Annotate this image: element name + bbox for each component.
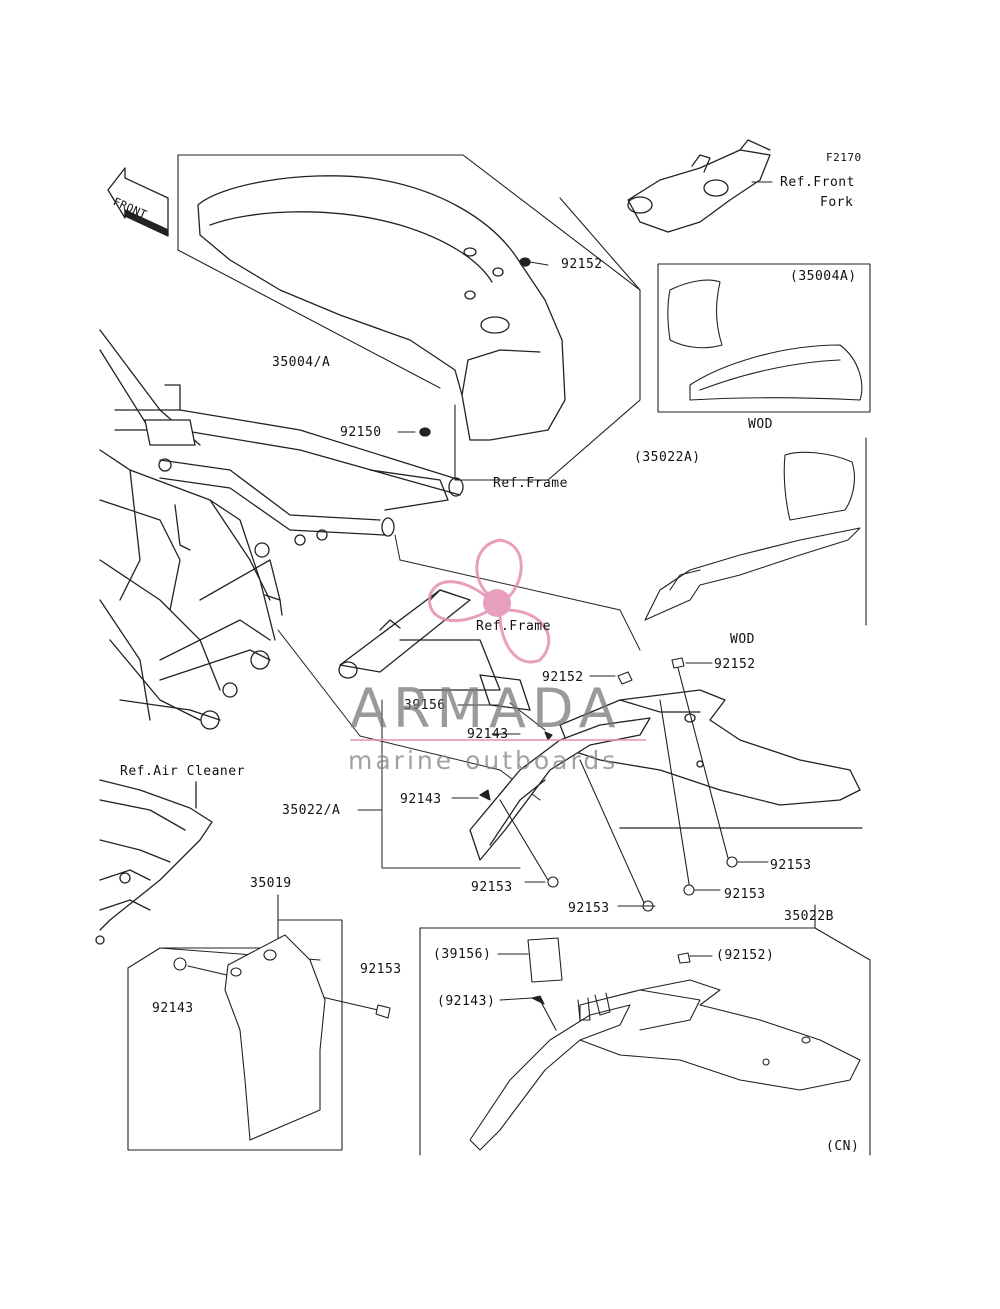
variant-35004a-note: WOD <box>748 417 773 432</box>
part-number-92152-top: 92152 <box>561 257 603 272</box>
part-number-35022a: 35022/A <box>282 803 341 818</box>
variant-35022a-note: WOD <box>730 632 755 647</box>
rear-fender-assembly <box>469 689 863 861</box>
fasteners <box>451 657 769 912</box>
watermark-divider <box>350 739 646 741</box>
part-number-92143-mid: 92143 <box>467 727 509 742</box>
figure-code: F2170 <box>826 151 862 164</box>
ref-air-cleaner: Ref.Air Cleaner <box>120 764 245 779</box>
part-number-39156: 39156 <box>404 698 446 713</box>
cn-region-label: (CN) <box>826 1139 860 1154</box>
cn-92143-label: (92143) <box>437 994 496 1009</box>
front-arrow-icon <box>107 167 169 237</box>
part-number-92152-mid-right: 92152 <box>714 657 756 672</box>
part-number-35019: 35019 <box>250 876 292 891</box>
ref-frame-upper: Ref.Frame <box>493 476 568 491</box>
cn-variant-group-box <box>419 904 871 1156</box>
watermark-tagline: marine outboards <box>348 746 619 775</box>
front-fork-bracket <box>627 139 773 233</box>
guard-group-box <box>127 894 391 1151</box>
variant-box-35022a <box>644 437 867 626</box>
watermark-brand: ARMADA <box>350 677 622 740</box>
front-fender <box>197 175 566 441</box>
frame-assembly <box>99 329 464 730</box>
part-number-92143-guard: 92143 <box>152 1001 194 1016</box>
cn-92152-label: (92152) <box>716 948 775 963</box>
part-number-92153-guard: 92153 <box>360 962 402 977</box>
part-number-92153-c: 92153 <box>568 901 610 916</box>
variant-35022a-label: (35022A) <box>634 450 701 465</box>
front-fender-group-outline <box>177 154 641 481</box>
part-number-92150: 92150 <box>340 425 382 440</box>
cn-39156-label: (39156) <box>433 947 492 962</box>
ref-front-fork-line1: Ref.Front <box>780 175 855 190</box>
variant-box-35004a <box>657 263 871 413</box>
part-number-92153-b: 92153 <box>724 887 766 902</box>
part-number-92153-a: 92153 <box>770 858 812 873</box>
part-number-35022b: 35022B <box>784 909 834 924</box>
part-number-92143-left: 92143 <box>400 792 442 807</box>
ref-frame-lower: Ref.Frame <box>476 619 551 634</box>
rear-fender-callout <box>357 699 521 869</box>
part-number-92153-d: 92153 <box>471 880 513 895</box>
part-number-92152-mid-left: 92152 <box>542 670 584 685</box>
part-number-35004a: 35004/A <box>272 355 331 370</box>
leader-lines <box>277 534 641 801</box>
rear-frame-section <box>338 589 531 711</box>
variant-35004a-label: (35004A) <box>790 269 857 284</box>
watermark-logo-icon <box>428 538 551 664</box>
ref-front-fork-line2: Fork <box>820 195 854 210</box>
air-cleaner-ref <box>95 779 213 945</box>
